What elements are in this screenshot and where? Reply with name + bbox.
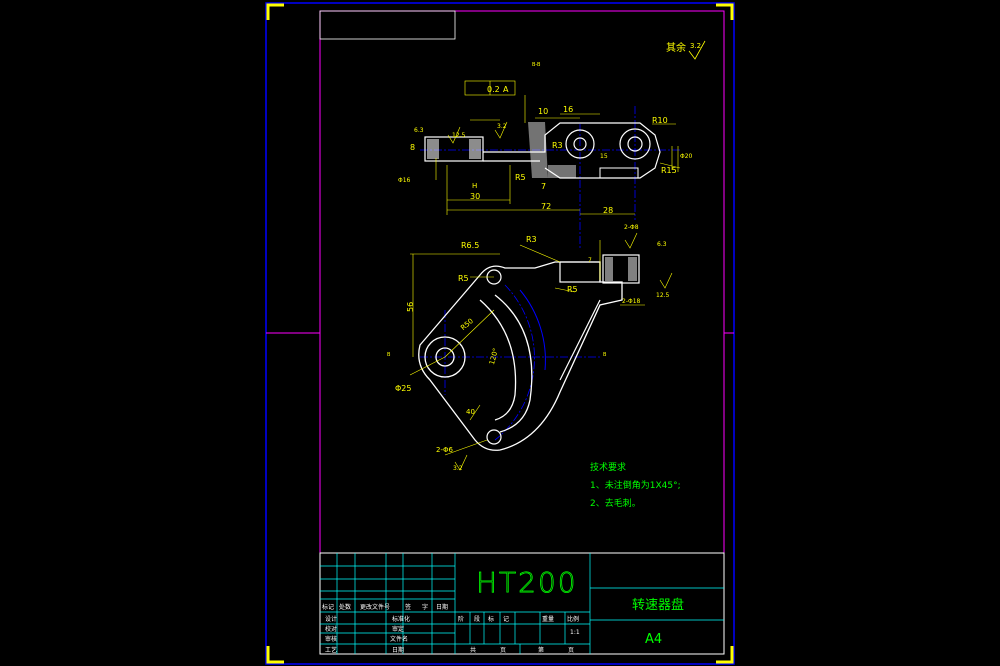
part-name: 转速器盘 (632, 597, 684, 613)
dim-8: 8 (410, 143, 415, 152)
tb-label-count: 处数 (339, 603, 351, 611)
view-marker-b2: B (603, 352, 607, 358)
dim-r10: R10 (652, 116, 668, 125)
dim-72: 72 (541, 202, 551, 211)
tb-total: 共 (470, 646, 476, 654)
dim-7: 7 (541, 182, 546, 191)
dim-r5: R5 (515, 173, 526, 182)
sheet-size: A4 (645, 632, 662, 647)
dim-40: 40 (466, 408, 475, 416)
datum-a: A (503, 85, 509, 94)
tech-item-2: 2、去毛刺。 (590, 497, 641, 509)
dim-16: 16 (563, 105, 573, 114)
tb-label-change: 更改文件号 (360, 603, 390, 611)
tb-left-check: 校对 (325, 625, 337, 633)
general-roughness-symbol: 其余 3.2 (666, 40, 706, 60)
dim-30: 30 (470, 192, 480, 201)
scale-value: 1:1 (570, 629, 580, 636)
corner-marks (266, 3, 734, 664)
dim-2-phi6: 2-Φ6 (436, 446, 453, 454)
tb-left-review: 审核 (325, 635, 337, 643)
dim-phi25: Φ25 (395, 384, 411, 393)
top-view-dimension-text: 10 16 R10 R3 R5 R15 7 30 72 28 8 0.2 A 6… (398, 85, 693, 215)
ra-32-top: 3.2 (497, 123, 507, 130)
dim-2-phi8: 2-Φ8 (624, 224, 639, 231)
tech-item-1: 1、未注倒角为1X45°; (590, 479, 681, 491)
tb-stage-2: 段 (474, 615, 480, 623)
general-roughness-label: 其余 (666, 41, 686, 54)
ra-125-front: 12.5 (656, 292, 670, 299)
section-label: B-B (532, 62, 541, 68)
dim-10: 10 (538, 107, 548, 116)
dim-r3: R3 (552, 141, 563, 150)
tb-nth: 第 (538, 646, 544, 654)
tb-stage-3: 标 (488, 615, 494, 623)
tb-left-process: 工艺 (325, 646, 337, 654)
tol-value: 0.2 (487, 85, 500, 94)
tech-requirements: 技术要求 1、未注倒角为1X45°; 2、去毛刺。 (590, 461, 681, 509)
tb-left-design: 设计 (325, 615, 337, 623)
top-view-dimensions (435, 80, 681, 215)
ra-63-top: 6.3 (414, 127, 424, 134)
view-marker-b1: B (387, 352, 391, 358)
tb-label-mark: 标记 (322, 603, 334, 611)
tb-page-b: 页 (568, 647, 574, 654)
tb-page-a: 页 (500, 647, 506, 654)
material-text: HT200 (476, 566, 578, 599)
ra-125-top: 12.5 (452, 132, 466, 139)
tb-label-char: 字 (422, 603, 428, 611)
tb-weight: 重量 (542, 615, 554, 623)
tech-heading: 技术要求 (590, 461, 626, 473)
tb-mid-approve: 审定 (392, 625, 404, 633)
dim-r15: R15 (661, 166, 677, 175)
dim-2-phi18: 2-Φ18 (622, 298, 641, 305)
tb-label-sign: 签 (405, 603, 411, 611)
title-block: HT200 转速器盘 A4 1:1 标记 处数 更改文件号 签 字 日期 设计 … (319, 552, 725, 655)
dim-r3-front: R3 (526, 235, 537, 244)
tb-scale: 比例 (567, 615, 579, 623)
tb-mid-file: 文件名 (390, 635, 408, 643)
tb-label-date: 日期 (436, 603, 448, 611)
ra-32-front: 3.2 (453, 465, 463, 472)
tb-mid-std: 标准化 (392, 615, 410, 623)
tb-mid-date: 日期 (392, 646, 404, 654)
dim-phi-top: Φ16 (398, 177, 411, 184)
general-roughness-value: 3.2 (690, 42, 701, 50)
dim-r5-b: R5 (567, 285, 578, 294)
dim-r5-a: R5 (458, 274, 469, 283)
front-view-dimension-text: R6.5 R3 R5 R5 56 R50 120° 40 Φ25 2-Φ6 2-… (387, 224, 670, 472)
dim-28: 28 (603, 206, 613, 215)
ra-63-front: 6.3 (657, 241, 667, 248)
dim-15: 15 (600, 153, 608, 160)
dim-7-front: 7 (588, 257, 592, 264)
tb-stage-1: 阶 (458, 615, 464, 623)
dim-56: 56 (406, 302, 415, 312)
dim-r65: R6.5 (461, 241, 479, 250)
front-view-dimensions (409, 232, 673, 471)
dim-h: H (472, 182, 477, 190)
tb-stage-4: 记 (503, 616, 509, 623)
top-section-view (420, 106, 680, 250)
dim-phi20: Φ20 (680, 153, 693, 160)
